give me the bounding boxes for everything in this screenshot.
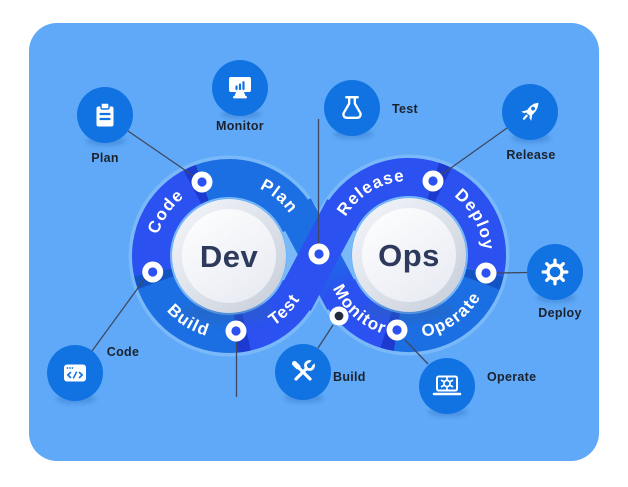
connector-release bbox=[440, 127, 508, 176]
dot-center bbox=[308, 243, 330, 265]
monitor-chart-icon bbox=[229, 77, 251, 99]
ops-center: Ops bbox=[352, 198, 466, 322]
ops-center-core bbox=[362, 208, 456, 302]
bubble-label-test: Test bbox=[392, 102, 419, 116]
bubble-code: Code bbox=[47, 345, 139, 404]
clipboard-icon bbox=[96, 102, 114, 127]
connector-operate bbox=[404, 339, 429, 365]
code-window-icon bbox=[64, 364, 86, 382]
connector-code bbox=[91, 276, 147, 352]
bubble-release: Release bbox=[502, 84, 558, 162]
gear-icon bbox=[541, 258, 569, 286]
laptop-gear-icon bbox=[432, 375, 462, 396]
dot-ops-top bbox=[422, 170, 444, 192]
connector-lines bbox=[91, 119, 529, 397]
dev-center: Dev bbox=[172, 199, 286, 323]
dot-dev-left bbox=[142, 261, 164, 283]
bubble-label-operate: Operate bbox=[487, 370, 536, 384]
bubble-monitor: Monitor bbox=[212, 60, 268, 133]
ring-node-dots bbox=[142, 170, 497, 342]
ops-segment-operate bbox=[393, 267, 504, 353]
dev-label: Dev bbox=[200, 239, 259, 274]
icon-bubbles: Plan Monitor Test bbox=[47, 60, 583, 417]
connector-build bbox=[317, 324, 334, 349]
rocket-icon bbox=[521, 102, 539, 121]
bubble-deploy: Deploy bbox=[527, 244, 583, 320]
dev-segment-build bbox=[134, 267, 238, 353]
dot-dev-top bbox=[191, 171, 213, 193]
bubble-label-monitor: Monitor bbox=[216, 119, 264, 133]
bubble-label-code: Code bbox=[107, 345, 139, 359]
bubble-test: Test bbox=[324, 80, 419, 139]
flask-icon bbox=[342, 95, 362, 119]
bubble-plan: Plan bbox=[77, 87, 133, 165]
bubble-label-plan: Plan bbox=[91, 151, 119, 165]
dot-ops-right bbox=[475, 262, 497, 284]
tools-icon bbox=[292, 358, 317, 381]
ops-label: Ops bbox=[378, 238, 440, 273]
dev-center-core bbox=[182, 209, 276, 303]
dot-monitor-outer bbox=[329, 306, 349, 326]
bubble-label-release: Release bbox=[506, 148, 555, 162]
connector-deploy bbox=[495, 271, 529, 274]
dot-dev-bottom bbox=[225, 320, 247, 342]
connector-plan bbox=[127, 130, 196, 178]
bubble-build: Build bbox=[275, 344, 366, 403]
ops-segment-deploy bbox=[426, 162, 506, 277]
dot-ops-bottom bbox=[386, 319, 408, 341]
dev-segment-code bbox=[132, 164, 210, 277]
bubble-label-deploy: Deploy bbox=[538, 306, 581, 320]
bubble-operate: Operate bbox=[419, 358, 536, 417]
bubble-label-build: Build bbox=[333, 370, 366, 384]
